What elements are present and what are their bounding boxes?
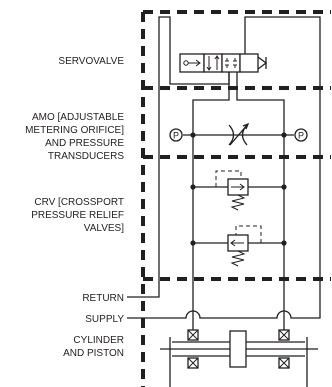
servovalve-spool-right bbox=[239, 53, 259, 73]
servovalve-port-a-line bbox=[192, 72, 230, 112]
label-cylinder-line-1: CYLINDER bbox=[73, 335, 124, 346]
label-cylinder-line-2: AND PISTON bbox=[63, 348, 124, 359]
cylinder-gland-left-cross bbox=[187, 357, 199, 369]
label-crv-line-1: CRV [CROSSPORT bbox=[34, 197, 124, 208]
cylinder-gland-right-cross bbox=[278, 357, 290, 369]
pressure-gauge-left: P bbox=[169, 128, 183, 142]
cylinder-port-right-cross bbox=[278, 329, 290, 341]
relief-lower-junction-right bbox=[281, 240, 287, 246]
spool-flow-arrow-down bbox=[206, 56, 212, 71]
pressure-gauge-right-symbol: P bbox=[298, 131, 304, 141]
servovalve-symbol bbox=[179, 53, 285, 112]
cylinder-symbol bbox=[160, 318, 318, 387]
crv-symbol bbox=[190, 170, 287, 267]
orifice-adjust-arrow bbox=[229, 122, 250, 146]
label-amo-line-2: METERING ORIFICE] bbox=[25, 125, 124, 136]
label-amo: AMO [ADJUSTABLE METERING ORIFICE] AND PR… bbox=[25, 112, 124, 162]
label-servovalve: SERVOVALVE bbox=[58, 56, 124, 67]
return-line bbox=[127, 16, 230, 298]
orifice-arc-left bbox=[228, 124, 235, 146]
relief-upper-spring bbox=[230, 194, 246, 211]
spool-blocked-ports bbox=[225, 58, 237, 68]
relief-lower-junction-left bbox=[190, 240, 196, 246]
label-cylinder: CYLINDER AND PISTON bbox=[63, 335, 124, 359]
label-crv-line-3: VALVES] bbox=[84, 223, 124, 234]
label-amo-line-3: AND PRESSURE bbox=[45, 138, 124, 149]
servovalve-spring bbox=[257, 56, 268, 70]
label-amo-line-1: AMO [ADJUSTABLE bbox=[32, 112, 124, 123]
piston bbox=[229, 330, 247, 368]
label-return: RETURN bbox=[82, 293, 124, 304]
cylinder-end-mounts bbox=[169, 337, 308, 387]
torque-motor-arrow bbox=[188, 59, 201, 67]
relief-lower-arrow bbox=[230, 239, 244, 247]
relief-upper-pilot bbox=[215, 170, 242, 187]
amo-symbol: P P bbox=[169, 112, 308, 318]
relief-lower-pilot bbox=[235, 225, 262, 243]
relief-upper-junction-right bbox=[281, 184, 287, 190]
amo-junction-left bbox=[190, 132, 196, 138]
amo-junction-right bbox=[281, 132, 287, 138]
relief-upper-junction-left bbox=[190, 184, 196, 190]
label-crv: CRV [CROSSPORT PRESSURE RELIEF VALVES] bbox=[31, 197, 124, 234]
pressure-gauge-left-symbol: P bbox=[173, 131, 179, 141]
spool-flow-arrow-up bbox=[214, 55, 220, 70]
return-supply-lines bbox=[127, 16, 321, 319]
label-servovalve-line-1: SERVOVALVE bbox=[58, 56, 124, 67]
label-crv-line-2: PRESSURE RELIEF bbox=[31, 210, 124, 221]
relief-valve-upper bbox=[190, 170, 287, 211]
servovalve-spool-center bbox=[221, 53, 241, 73]
servovalve-port-b-line bbox=[236, 72, 285, 112]
servovalve-spool-left bbox=[203, 53, 223, 73]
supply-line bbox=[127, 16, 321, 319]
cylinder-port-left-cross bbox=[187, 329, 199, 341]
label-supply: SUPPLY bbox=[85, 314, 124, 325]
relief-valve-lower bbox=[190, 225, 287, 267]
relief-upper-arrow bbox=[231, 183, 245, 191]
relief-lower-spring bbox=[230, 250, 246, 267]
label-amo-line-4: TRANSDUCERS bbox=[48, 151, 124, 162]
pressure-gauge-right: P bbox=[294, 128, 308, 142]
